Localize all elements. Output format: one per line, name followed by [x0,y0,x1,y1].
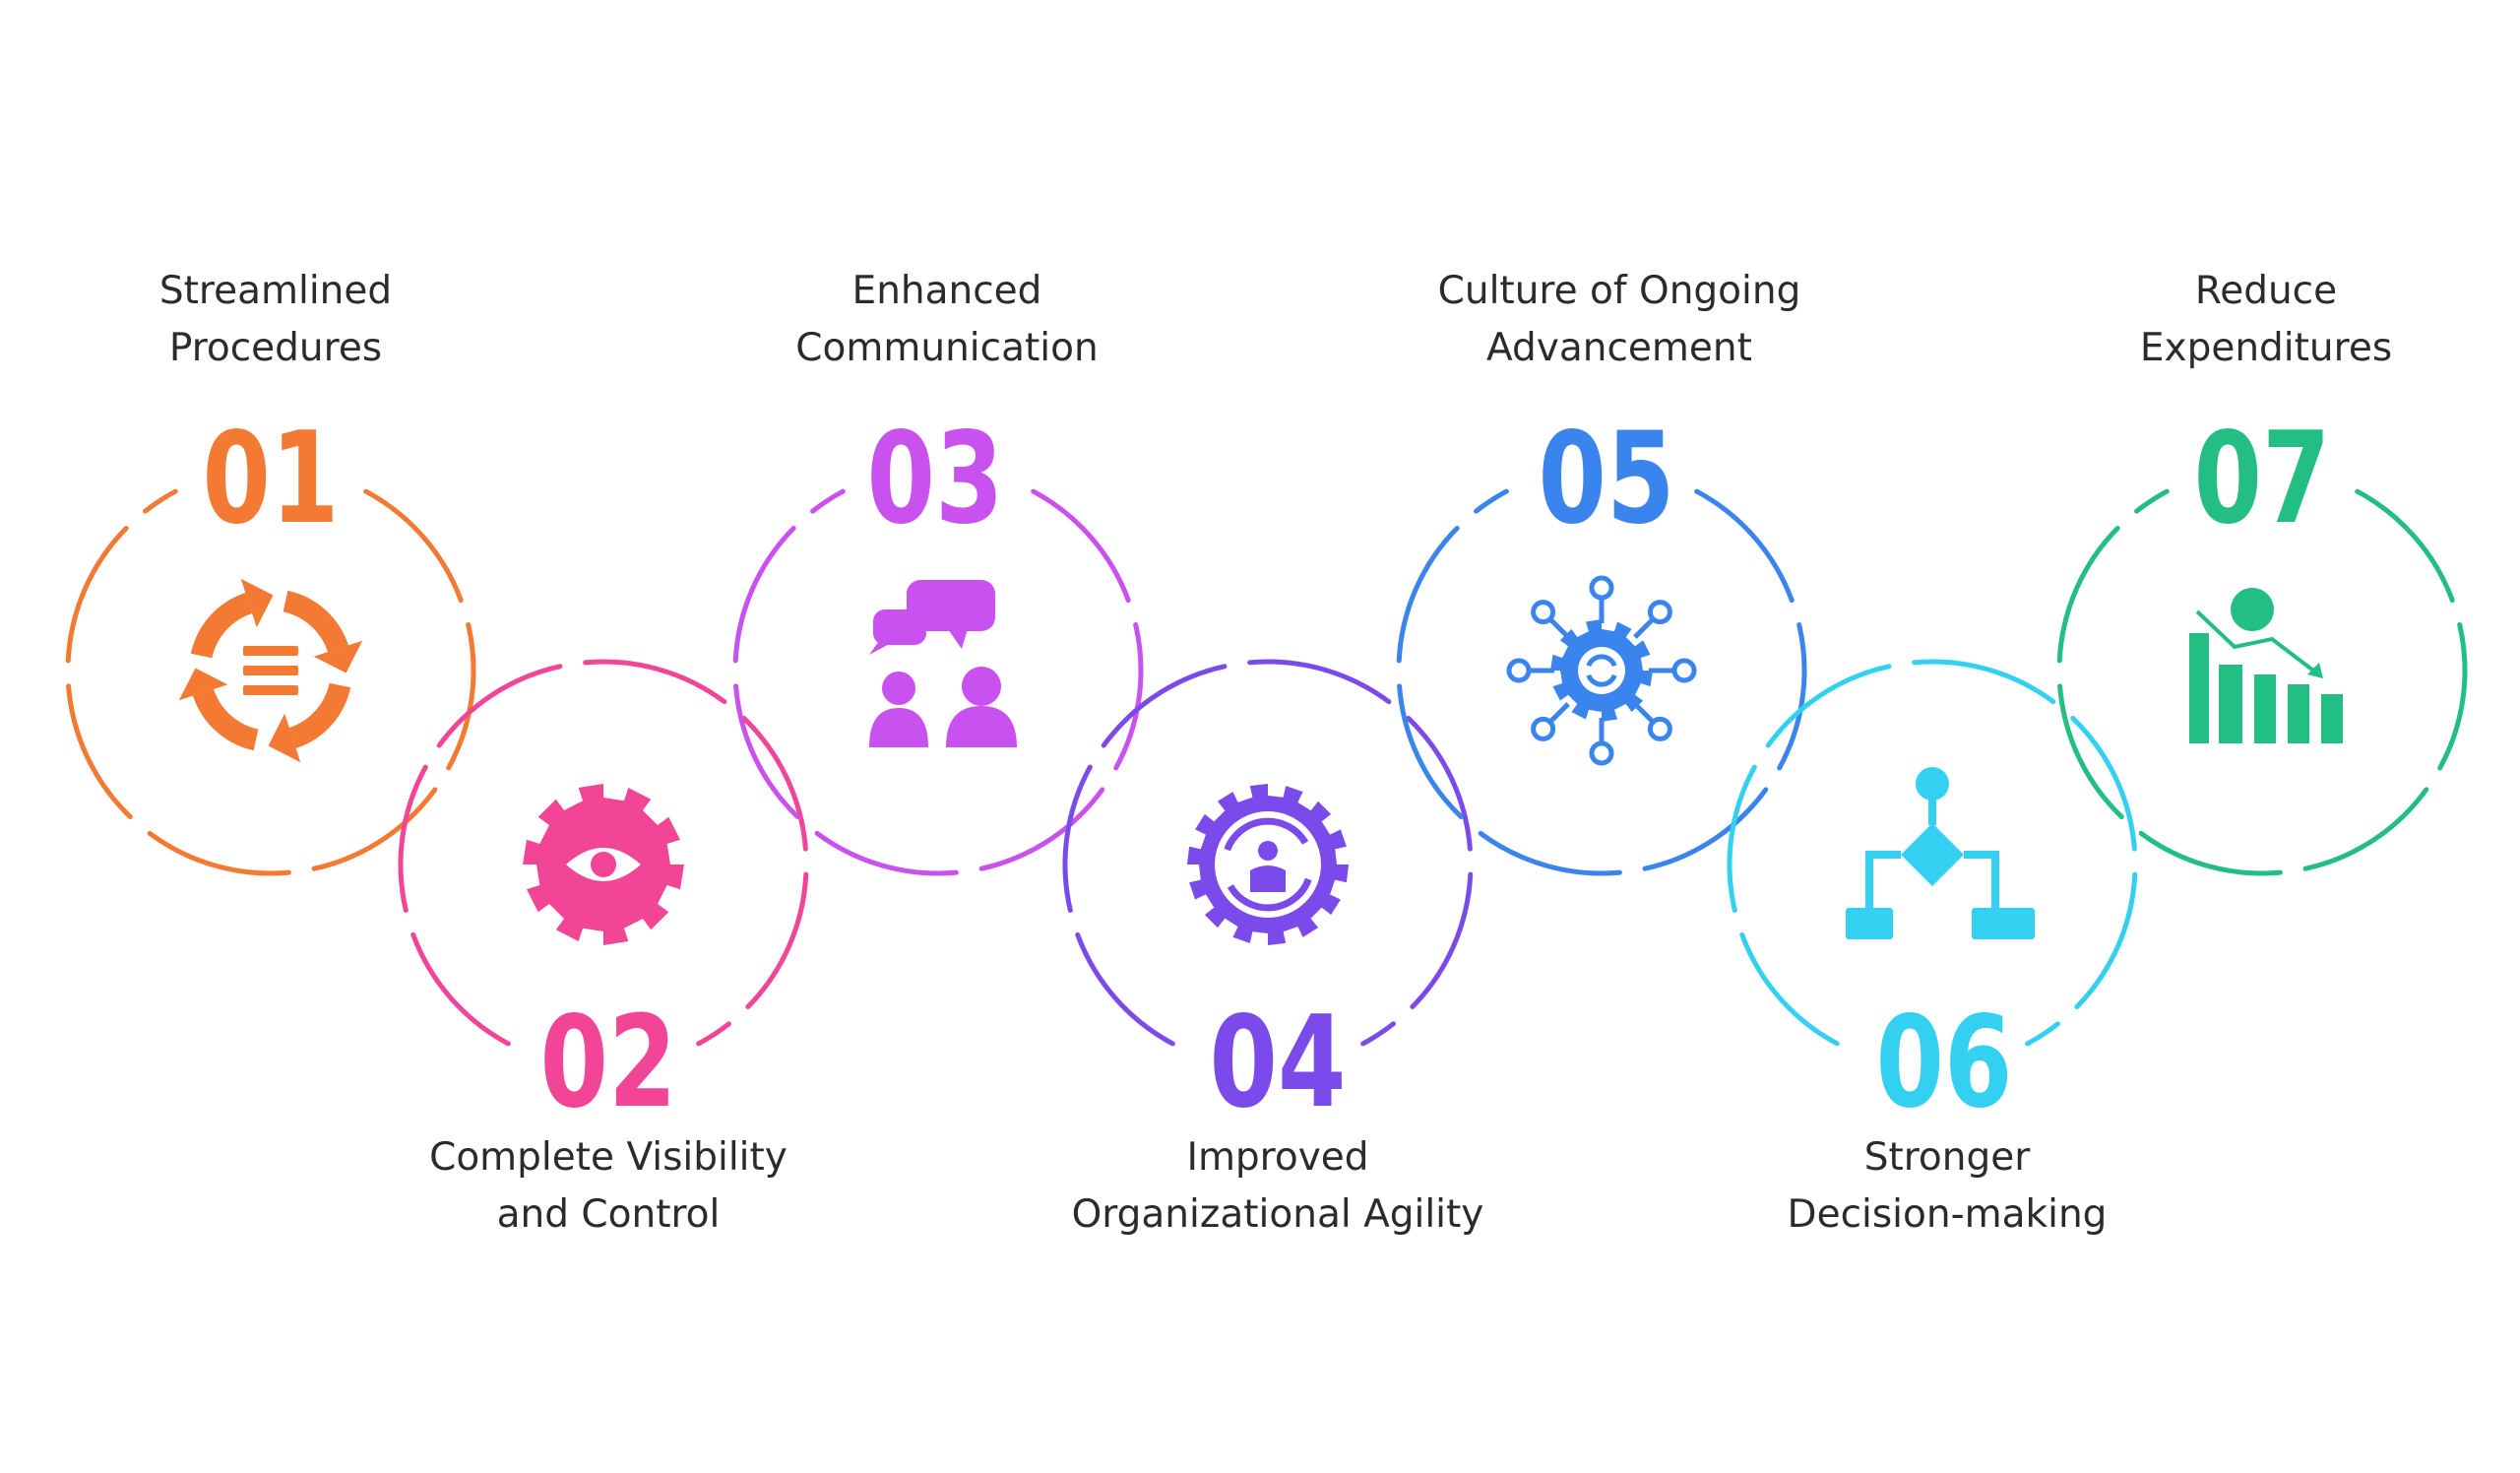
step-ring [65,488,476,876]
step-label-line: Reduce [2195,269,2337,313]
step-label-line: Culture of Ongoing [1438,269,1801,313]
cycle-list-icon [178,578,363,763]
step-label-line: Stronger [1864,1135,2032,1180]
step-label-line: Advancement [1486,326,1752,370]
step-ring [732,488,1144,876]
step-ring [2056,488,2468,876]
step-number: 01 [203,406,340,552]
step-label-line: Complete Visibility [429,1135,788,1180]
step-label-line: Improved [1186,1135,1368,1180]
step-ring [1727,659,2138,1047]
step-number: 04 [1210,990,1347,1136]
step-label-line: Procedures [169,326,382,370]
flowchart-icon [1846,767,2035,939]
step-label-line: Streamlined [159,269,392,313]
step-label-line: and Control [497,1192,721,1237]
step-ring [1062,659,1474,1047]
step-ring [1396,488,1807,876]
step-label-line: Communication [795,326,1098,370]
step-label-line: Enhanced [852,269,1042,313]
step-label-line: Organizational Agility [1072,1192,1484,1237]
step-label-line: Decision-making [1788,1192,2108,1237]
gear-person-icon [1187,784,1349,945]
step-number: 02 [540,990,677,1136]
cost-chart-icon [2189,588,2343,743]
network-gear-icon [1506,575,1697,766]
gear-eye-icon [523,784,684,945]
step-number: 05 [1539,406,1675,552]
step-ring [398,659,809,1047]
step-label-line: Expenditures [2140,326,2392,370]
chat-people-icon [869,580,1017,747]
step-number: 06 [1876,990,2013,1136]
step-number: 03 [867,406,1004,552]
step-number: 07 [2194,406,2331,552]
